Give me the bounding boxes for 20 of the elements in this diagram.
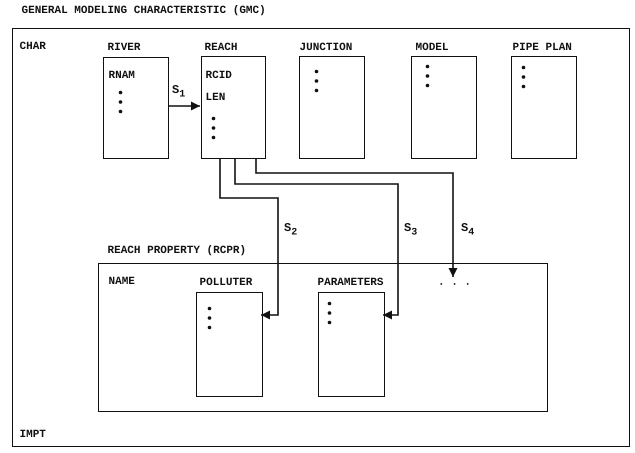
- heading: POLLUTER: [200, 276, 252, 290]
- arrow: [255, 158, 458, 277]
- heading: PIPE PLAN: [512, 42, 572, 54]
- heading: REACH PROPERTY (RCPR): [108, 244, 246, 258]
- arrow: [234, 158, 399, 320]
- heading: REACH: [204, 42, 238, 54]
- ellipsis-text: · · ·: [438, 279, 474, 293]
- arrow: [168, 102, 200, 110]
- field-name: IMPT: [20, 428, 46, 442]
- arrow: [219, 158, 279, 320]
- field-name: LEN: [206, 92, 226, 104]
- field-name: RNAM: [108, 70, 135, 82]
- field-name: RCID: [206, 70, 232, 82]
- heading: PARAMETERS: [318, 276, 384, 290]
- heading: MODEL: [416, 42, 449, 54]
- heading: RIVER: [108, 42, 141, 54]
- field-name: CHAR: [20, 40, 46, 54]
- field-name: NAME: [108, 276, 135, 288]
- heading: GENERAL MODELING CHARACTERISTIC (GMC): [22, 4, 266, 18]
- heading: JUNCTION: [300, 42, 352, 54]
